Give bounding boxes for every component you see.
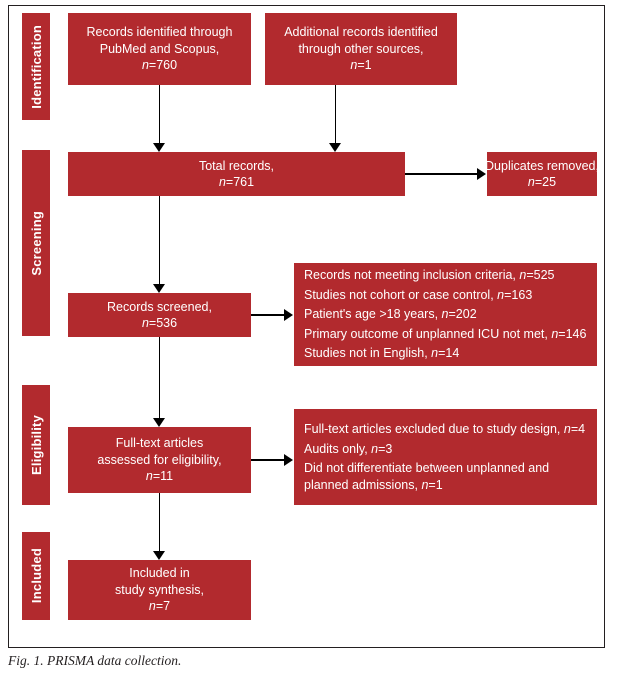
- duplicates-removed-count: n=25: [527, 175, 557, 189]
- box-records-screened: Records screened, n=536: [68, 293, 251, 337]
- arrowhead-screened-to-fulltext: [153, 418, 165, 427]
- box-screening-exclusions: Records not meeting inclusion criteria, …: [294, 263, 597, 366]
- connector-fulltext-to-included: [158, 493, 161, 555]
- eligibility-exclusion-item: Audits only, n=3: [304, 441, 393, 456]
- fulltext-assessed-line2: assessed for eligibility,: [97, 452, 222, 467]
- stage-bar-included: Included: [22, 532, 50, 620]
- records-identified-line1: Records identified through: [86, 25, 233, 40]
- screening-exclusion-item: Studies not cohort or case control, n=16…: [304, 287, 533, 302]
- fulltext-assessed-count: n=11: [145, 469, 174, 484]
- additional-records-count: n=1: [350, 58, 372, 73]
- fulltext-assessed-line1: Full-text articles: [115, 436, 204, 451]
- included-synthesis-line1: Included in: [129, 566, 190, 581]
- screening-exclusion-item: Primary outcome of unplanned ICU not met…: [304, 326, 587, 341]
- connector-additional-to-total: [334, 85, 337, 147]
- arrowhead-identified-to-total: [153, 143, 165, 152]
- stage-label-included: Included: [28, 548, 44, 604]
- screening-exclusion-item: Records not meeting inclusion criteria, …: [304, 268, 555, 283]
- connector-screened-to-fulltext: [158, 337, 161, 422]
- arrowhead-fulltext-to-included: [153, 551, 165, 560]
- stage-bar-screening: Screening: [22, 150, 50, 336]
- arrowhead-additional-to-total: [329, 143, 341, 152]
- box-included-synthesis: Included in study synthesis, n=7: [68, 560, 251, 620]
- connector-screened-to-exclusions: [251, 314, 285, 316]
- stage-label-identification: Identification: [28, 24, 44, 109]
- box-duplicates-removed: Duplicates removed, n=25: [485, 152, 599, 196]
- stage-label-eligibility: Eligibility: [28, 415, 44, 475]
- arrowhead-total-to-screened: [153, 284, 165, 293]
- total-records-count: n=761: [218, 175, 255, 189]
- arrowhead-fulltext-to-exclusions: [284, 454, 293, 466]
- records-screened-line1: Records screened,: [107, 299, 212, 314]
- screening-exclusion-item: Patient's age >18 years, n=202: [304, 307, 477, 322]
- duplicates-removed-line1: Duplicates removed,: [485, 158, 599, 173]
- connector-total-to-duplicates: [405, 173, 478, 175]
- figure-caption: Fig. 1. PRISMA data collection.: [8, 653, 182, 668]
- records-identified-count: n=760: [141, 58, 178, 73]
- box-total-records: Total records, n=761: [68, 152, 405, 196]
- records-identified-line2: PubMed and Scopus,: [99, 41, 220, 56]
- records-screened-count: n=536: [141, 316, 178, 330]
- included-synthesis-line2: study synthesis,: [115, 582, 204, 597]
- connector-identified-to-total: [158, 85, 161, 147]
- additional-records-line2: through other sources,: [298, 41, 424, 56]
- screening-exclusion-item: Studies not in English, n=14: [304, 346, 460, 361]
- box-fulltext-assessed: Full-text articles assessed for eligibil…: [68, 427, 251, 493]
- arrowhead-total-to-duplicates: [477, 168, 486, 180]
- total-records-line1: Total records,: [198, 158, 275, 173]
- additional-records-line1: Additional records identified: [284, 25, 438, 40]
- box-eligibility-exclusions: Full-text articles excluded due to study…: [294, 409, 597, 505]
- eligibility-exclusion-item: Did not differentiate between unplanned …: [304, 461, 550, 492]
- stage-bar-identification: Identification: [22, 13, 50, 120]
- stage-bar-eligibility: Eligibility: [22, 385, 50, 505]
- connector-total-to-screened: [158, 196, 161, 288]
- connector-fulltext-to-exclusions: [251, 459, 285, 461]
- arrowhead-screened-to-exclusions: [284, 309, 293, 321]
- included-synthesis-count: n=7: [148, 599, 171, 614]
- box-records-identified: Records identified through PubMed and Sc…: [68, 13, 251, 85]
- stage-label-screening: Screening: [28, 210, 44, 276]
- eligibility-exclusion-item: Full-text articles excluded due to study…: [304, 422, 586, 436]
- box-additional-records: Additional records identified through ot…: [265, 13, 457, 85]
